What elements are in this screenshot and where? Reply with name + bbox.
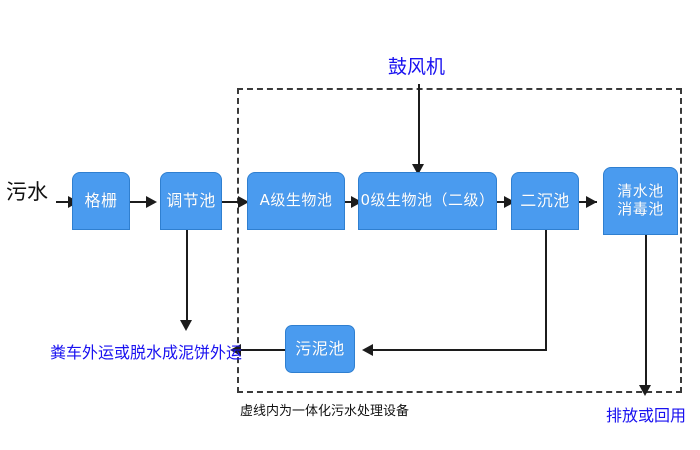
bio-o-to-clarifier-arrowhead bbox=[504, 196, 515, 208]
influent-label: 污水 bbox=[6, 180, 48, 204]
blower-label: 鼓风机 bbox=[388, 56, 446, 78]
integrated-equipment-caption: 虚线内为一体化污水处理设备 bbox=[240, 404, 410, 419]
node-regulation-tank[interactable]: 调节池 bbox=[160, 172, 222, 230]
sludge-disposal-label: 粪车外运或脱水成泥饼外运 bbox=[50, 343, 243, 362]
node-secondary-clarifier[interactable]: 二沉池 bbox=[511, 172, 579, 230]
integrated-equipment-boundary bbox=[237, 88, 682, 393]
regulation-to-disposal-arrowhead bbox=[180, 320, 192, 331]
regulation-to-bio-a-arrowhead bbox=[238, 196, 249, 208]
node-sludge-tank[interactable]: 污泥池 bbox=[285, 325, 355, 373]
node-clearwater-disinfection-tank[interactable]: 清水池 消毒池 bbox=[603, 167, 678, 235]
regulation-to-bio-a-line bbox=[222, 201, 240, 203]
blower-to-bio-o-arrowhead bbox=[412, 164, 424, 175]
clearwater-label-line2: 消毒池 bbox=[617, 200, 664, 218]
effluent-label: 排放或回用 bbox=[606, 406, 687, 425]
sludge-to-disposal-arrowhead bbox=[230, 344, 241, 356]
bio-a-to-bio-o-arrowhead bbox=[351, 196, 362, 208]
node-bio-pool-o[interactable]: 0级生物池（二级） bbox=[358, 172, 497, 230]
clarifier-to-sludge-hline bbox=[372, 349, 547, 351]
grille-to-regulation-line bbox=[130, 201, 148, 203]
blower-to-bio-o-line bbox=[418, 84, 420, 166]
regulation-to-disposal-line bbox=[186, 230, 188, 322]
clearwater-to-effluent-arrowhead bbox=[639, 385, 651, 396]
clearwater-label-line1: 清水池 bbox=[617, 182, 664, 201]
node-bio-pool-a[interactable]: A级生物池 bbox=[247, 172, 345, 230]
sludge-to-disposal-line bbox=[240, 349, 285, 351]
clearwater-to-effluent-line bbox=[645, 235, 647, 387]
clarifier-to-sludge-vline bbox=[545, 230, 547, 350]
clarifier-to-sludge-arrowhead bbox=[362, 344, 373, 356]
influent-to-grille-line bbox=[56, 201, 70, 203]
grille-to-regulation-arrowhead bbox=[146, 196, 157, 208]
clarifier-to-clearwater-arrowhead bbox=[586, 196, 597, 208]
node-grille[interactable]: 格栅 bbox=[72, 172, 130, 230]
